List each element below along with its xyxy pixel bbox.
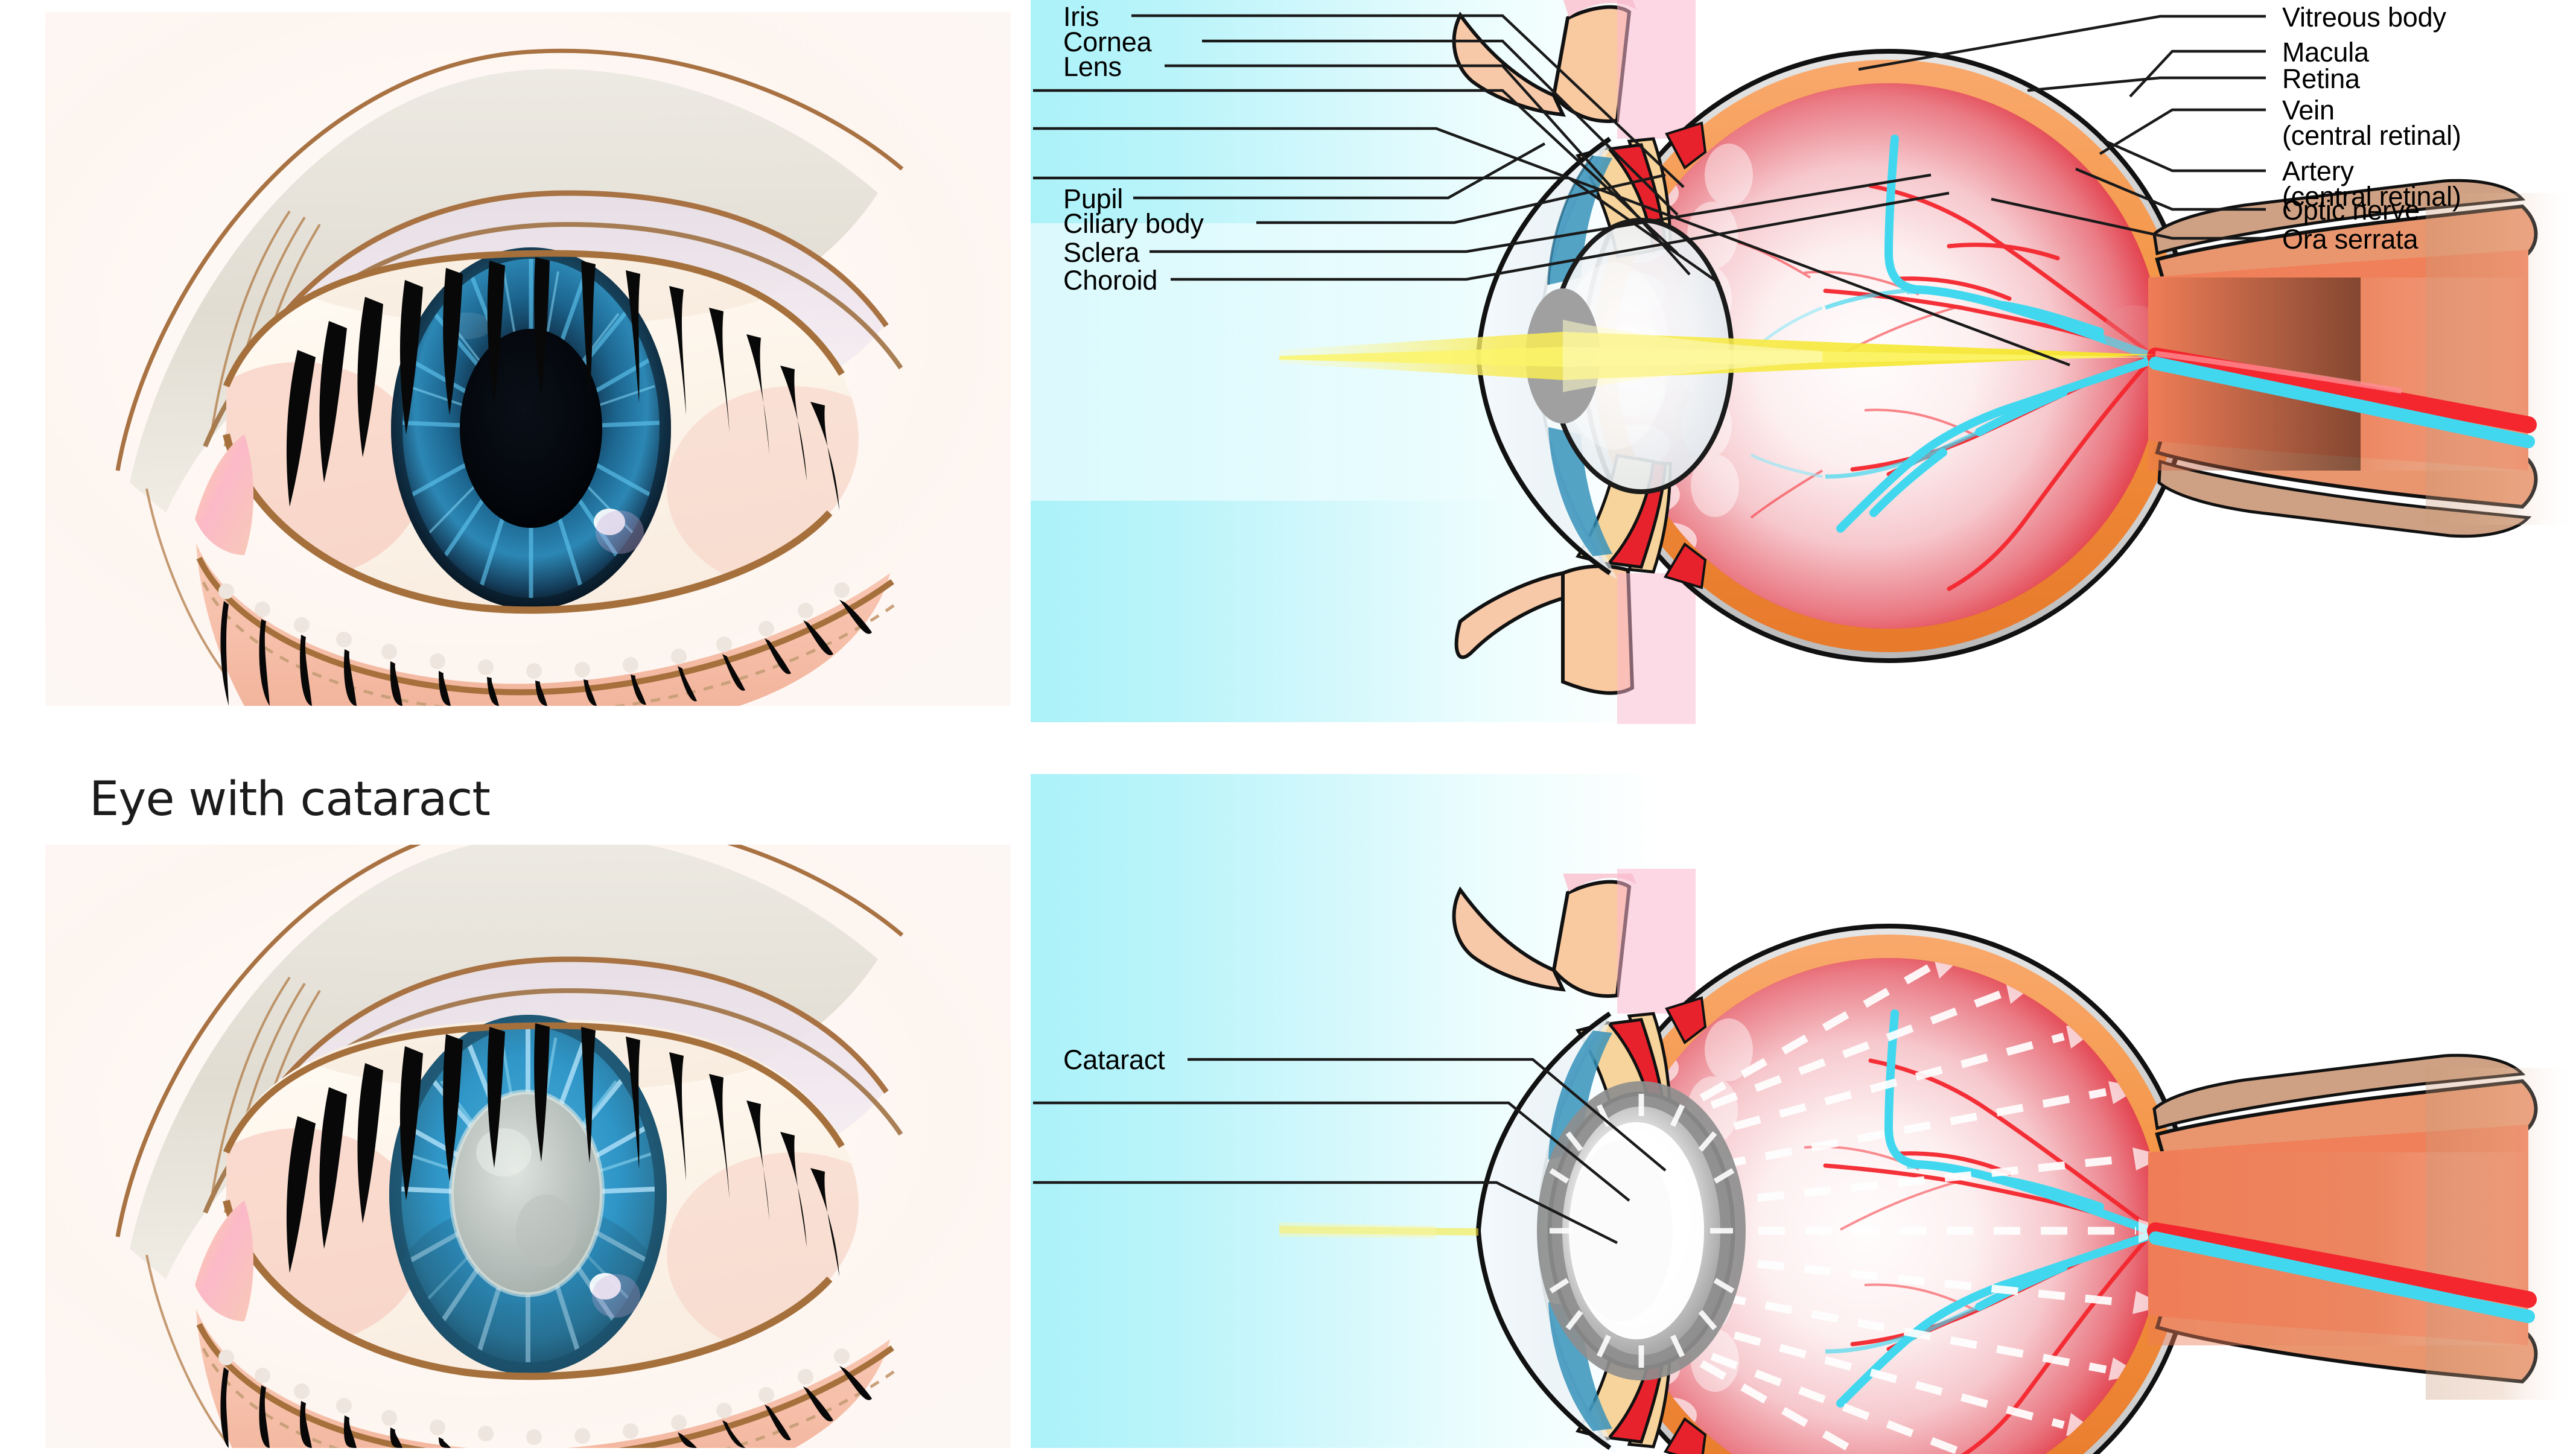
upper-eyelashes (286, 1023, 839, 1277)
page-title-eye-with-cataract: Eye with cataract (89, 772, 491, 827)
label-vein-sublabel: (central retinal) (2282, 120, 2461, 151)
label-ciliary-body: Ciliary body (1063, 208, 1204, 239)
label-optic-nerve: Optic nerve (2282, 195, 2420, 226)
label-choroid: Choroid (1063, 265, 1158, 296)
label-cornea: Cornea (1063, 27, 1152, 57)
label-sclera: Sclera (1063, 237, 1140, 268)
upper-eyelashes (286, 257, 839, 510)
external-eye-cataract-illustration (45, 845, 1011, 1448)
eyeball-cross-section-cataract (1279, 869, 2576, 1454)
label-artery-sublabel: (central retinal) (2282, 181, 2461, 212)
label-artery: Artery (2282, 156, 2354, 186)
label-vein: Vein (2282, 95, 2335, 125)
label-macula: Macula (2282, 37, 2369, 68)
eyeball-cross-section-normal (1279, 0, 2576, 724)
label-cataract: Cataract (1063, 1044, 1165, 1075)
label-lens: Lens (1063, 51, 1122, 82)
lower-eyelashes (220, 600, 872, 706)
external-eye-normal-illustration (45, 12, 1011, 706)
label-vitreous-body: Vitreous body (2282, 2, 2446, 33)
label-ora-serrata: Ora serrata (2282, 224, 2419, 255)
label-iris: Iris (1063, 1, 1099, 32)
label-pupil: Pupil (1063, 183, 1124, 214)
lower-eyelashes (220, 1366, 872, 1448)
label-retina: Retina (2282, 63, 2360, 94)
